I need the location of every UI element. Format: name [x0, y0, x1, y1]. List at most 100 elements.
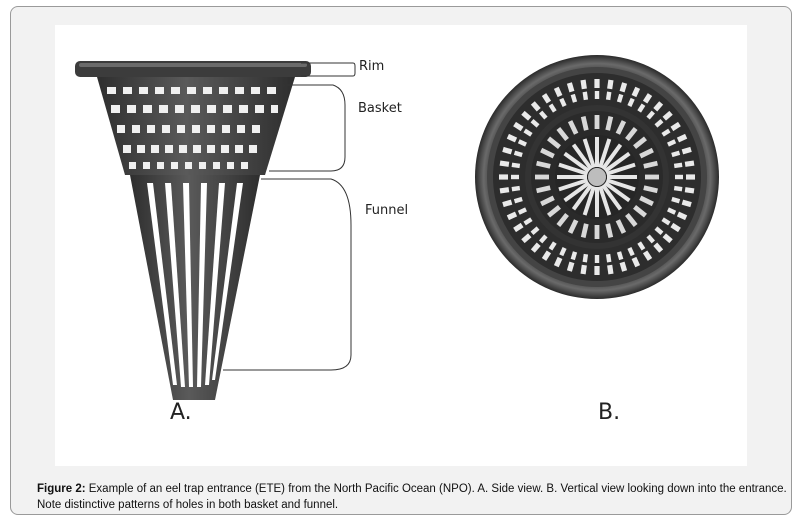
funnel-spoke	[605, 162, 636, 176]
outer-hole	[523, 128, 533, 137]
funnel-label: Funnel	[365, 203, 409, 218]
figure-caption: Figure 2: Example of an eel trap entranc…	[37, 481, 789, 513]
outer-hole	[541, 250, 552, 261]
outer-hole	[559, 97, 567, 107]
basket-label: Basket	[358, 101, 402, 116]
outer-hole	[513, 222, 524, 233]
outer-hole	[670, 121, 681, 132]
outer-hole	[499, 187, 510, 194]
outer-hole	[530, 119, 540, 128]
outer-hole	[582, 253, 589, 263]
outer-hole	[661, 217, 671, 226]
outer-hole	[506, 133, 518, 143]
outer-hole	[631, 86, 641, 98]
outer-hole	[607, 264, 614, 275]
outer-hole	[570, 93, 578, 103]
outer-hole	[681, 199, 692, 208]
outer-hole	[521, 110, 532, 121]
middle-hole	[536, 185, 551, 194]
outer-hole	[548, 241, 557, 251]
figure-frame: Rim Basket Funnel A. B. Figure 2: Exampl…	[10, 6, 792, 515]
outer-hole	[539, 234, 548, 244]
outer-hole	[631, 256, 641, 268]
outer-hole	[539, 110, 548, 120]
middle-hole	[540, 195, 555, 207]
middle-hole	[633, 136, 647, 149]
middle-hole	[567, 120, 579, 135]
outer-hole	[662, 233, 673, 244]
outer-hole	[653, 101, 664, 112]
middle-hole	[547, 136, 561, 149]
funnel-spoke	[607, 175, 637, 179]
middle-hole	[580, 116, 589, 131]
funnel-spoke	[605, 178, 636, 192]
outer-hole	[502, 146, 513, 155]
outer-hole	[513, 196, 523, 204]
funnel-spoke	[598, 185, 612, 216]
middle-hole	[535, 174, 549, 180]
outer-hole	[548, 103, 557, 113]
outer-hole	[513, 121, 524, 132]
outer-hole	[517, 139, 527, 147]
outer-hole	[662, 110, 673, 121]
outer-hole	[667, 207, 677, 215]
outer-hole	[642, 93, 653, 104]
outer-hole	[559, 247, 567, 257]
funnel-spoke	[595, 187, 599, 217]
outer-hole	[654, 226, 664, 235]
outer-hole	[667, 139, 677, 147]
outer-hole	[566, 82, 575, 93]
outer-hole	[513, 150, 523, 158]
funnel-spoke	[563, 181, 591, 203]
outer-hole	[673, 162, 683, 169]
outer-hole	[619, 82, 628, 93]
outer-hole	[616, 93, 624, 103]
outer-hole	[570, 251, 578, 261]
middle-hole	[547, 205, 561, 218]
outer-ring-holes	[499, 79, 695, 275]
middle-hole	[594, 115, 600, 129]
funnel-shape	[130, 175, 260, 400]
outer-hole	[653, 242, 664, 253]
outer-hole	[506, 211, 518, 221]
outer-hole	[661, 128, 671, 137]
outer-hole	[671, 196, 681, 204]
outer-hole	[594, 255, 600, 263]
middle-hole	[639, 195, 654, 207]
middle-hole	[605, 223, 614, 238]
outer-hole	[502, 199, 513, 208]
top-view	[475, 55, 719, 299]
outer-hole	[673, 185, 683, 192]
outer-hole	[670, 222, 681, 233]
middle-hole	[556, 213, 569, 227]
outer-hole	[619, 261, 628, 272]
caption-lead: Figure 2:	[37, 483, 86, 495]
outer-hole	[523, 217, 533, 226]
outer-hole	[684, 187, 695, 194]
outer-hole	[580, 264, 587, 275]
funnel-spoke	[571, 183, 593, 211]
outer-hole	[627, 247, 635, 257]
outer-hole	[594, 79, 600, 88]
outer-hole	[627, 97, 635, 107]
funnel-spoke	[603, 181, 631, 203]
outer-hole	[566, 261, 575, 272]
outer-hole	[676, 133, 688, 143]
middle-hole	[643, 160, 658, 169]
outer-hole	[686, 174, 695, 180]
outer-hole	[676, 211, 688, 221]
outer-hole	[511, 162, 521, 169]
outer-hole	[646, 234, 655, 244]
outer-hole	[594, 266, 600, 275]
funnel-spoke	[598, 138, 612, 169]
middle-hole	[639, 147, 654, 159]
middle-hole	[605, 116, 614, 131]
funnel-center	[588, 168, 606, 186]
middle-hole	[540, 147, 555, 159]
outer-hole	[521, 233, 532, 244]
outer-hole	[675, 174, 683, 180]
middle-hole	[633, 205, 647, 218]
middle-hole	[615, 219, 627, 234]
funnel-spokes	[557, 137, 637, 217]
outer-hole	[594, 91, 600, 99]
